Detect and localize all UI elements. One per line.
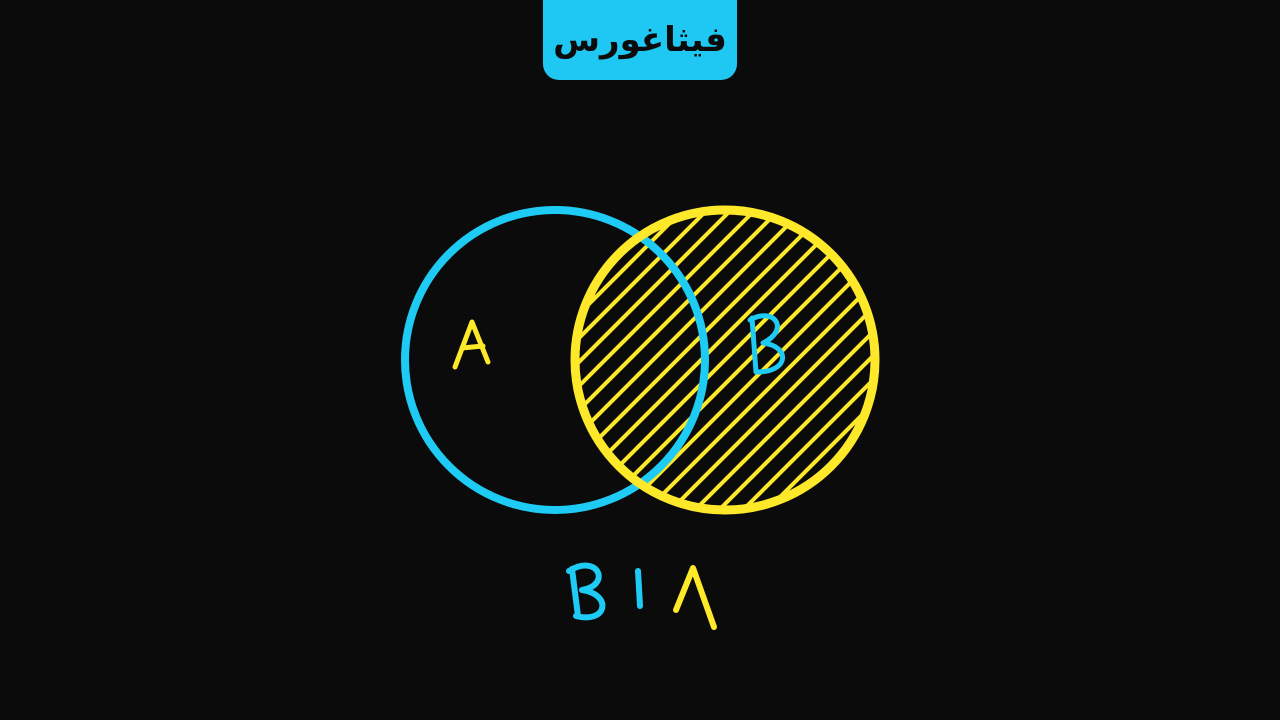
brand-name: فیثاغورس: [553, 20, 727, 60]
set-a-label: [452, 319, 491, 370]
hatch-line: [643, 210, 875, 510]
hatch-line: [667, 210, 875, 510]
set-b-label: [747, 313, 785, 375]
hatch-line: [763, 210, 875, 510]
hatch-line: [787, 210, 875, 510]
set-a-circle: [401, 206, 709, 514]
hatch-line: [575, 210, 783, 510]
expression-left-set-b: [566, 562, 606, 621]
hatch-line: [575, 210, 831, 510]
hatch-shading-b-minus-a: [575, 210, 875, 510]
set-b-circle: [570, 205, 880, 515]
hatch-line: [595, 210, 875, 510]
brand-logo-badge: فیثاغورس: [543, 0, 737, 80]
hatch-line: [575, 210, 807, 510]
expression-right-set-a: [673, 565, 717, 630]
hatch-line: [739, 210, 875, 510]
hatch-line: [575, 210, 759, 510]
hatch-line: [575, 210, 875, 510]
hatch-line: [619, 210, 875, 510]
hatch-line: [691, 210, 875, 510]
expression-operator: [635, 568, 643, 609]
